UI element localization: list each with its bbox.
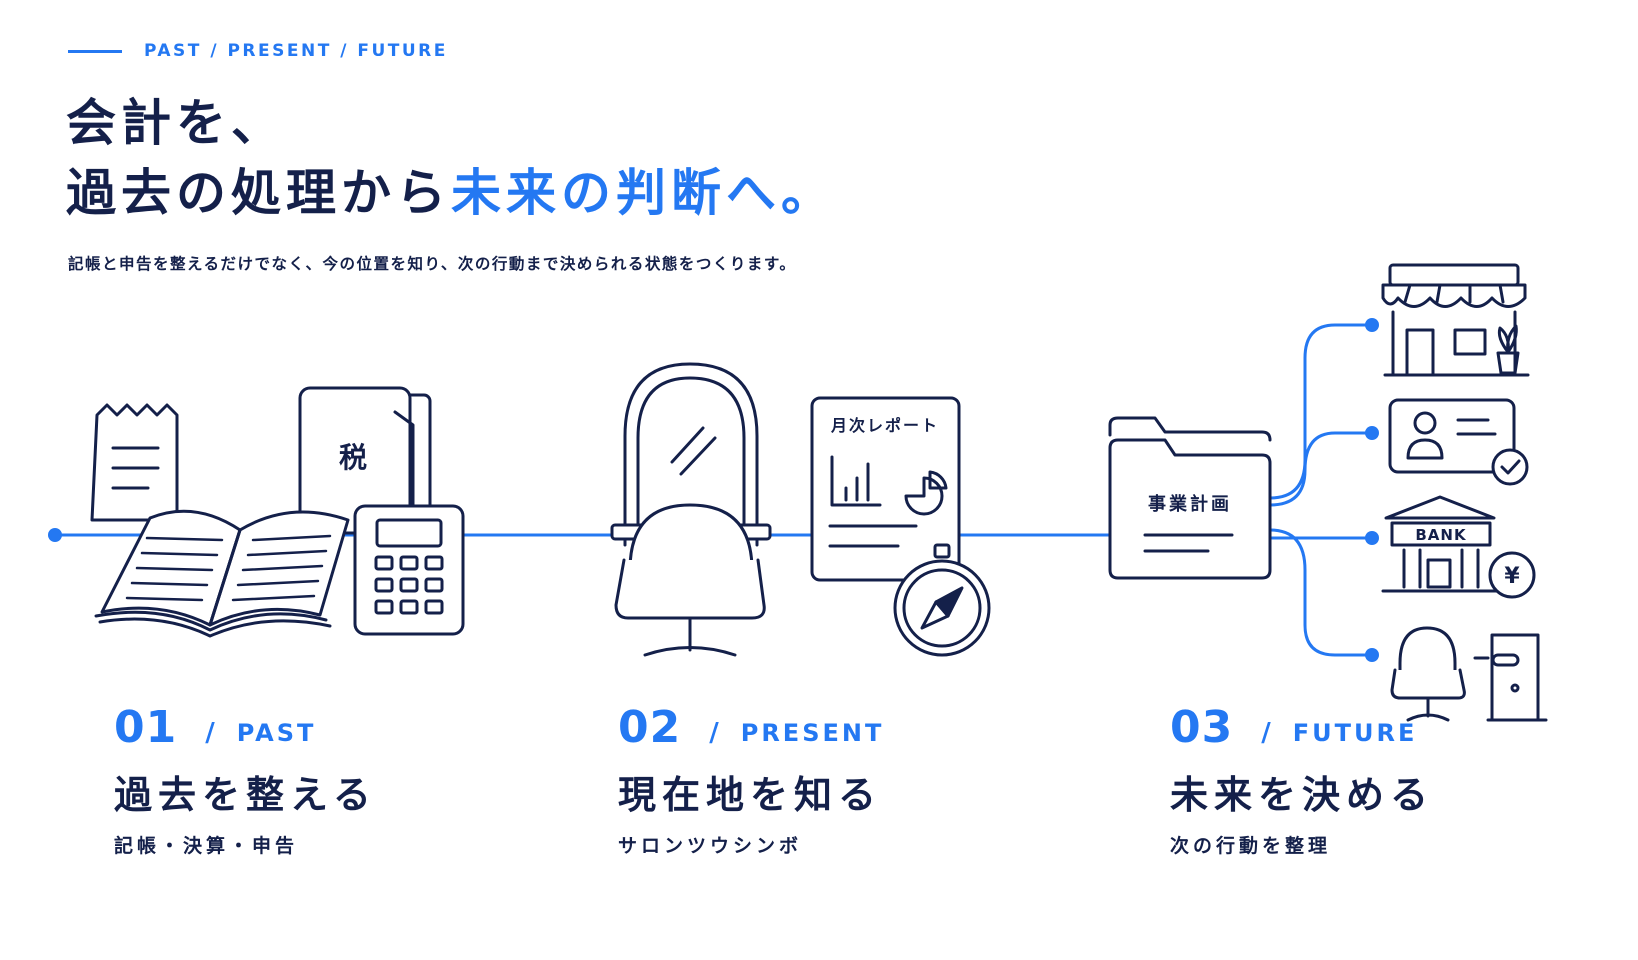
calculator-icon bbox=[353, 504, 465, 636]
step-title: 未来を決める bbox=[1170, 773, 1435, 817]
id-card-icon bbox=[1388, 398, 1529, 486]
step-english-label: PRESENT bbox=[740, 719, 885, 747]
tax-label: 税 bbox=[339, 441, 367, 474]
door-icon bbox=[1473, 633, 1548, 722]
branch-dot-salon bbox=[1365, 648, 1379, 662]
step-present: 02 / PRESENT 現在地を知る サロンツウシンボ bbox=[618, 700, 884, 858]
branch-dot-store bbox=[1365, 318, 1379, 332]
step-slash: / bbox=[709, 718, 719, 748]
step-english-label: PAST bbox=[236, 719, 317, 747]
step-number: 01 bbox=[114, 702, 178, 753]
bank-icon bbox=[1381, 495, 1536, 599]
step-past: 01 / PAST 過去を整える 記帳・決算・申告 bbox=[114, 700, 377, 858]
yen-label: ¥ bbox=[1504, 564, 1520, 589]
lead-text: 記帳と申告を整えるだけでなく、今の位置を知り、次の行動まで決められる状態をつくり… bbox=[68, 255, 797, 273]
salon-chair-small-icon bbox=[1390, 626, 1466, 722]
eyebrow: PAST / PRESENT / FUTURE bbox=[144, 41, 448, 61]
future-branches bbox=[1268, 323, 1374, 657]
monthly-report-icon bbox=[810, 396, 961, 582]
page-title: 会計を、 過去の処理から未来の判断へ。 bbox=[66, 88, 836, 228]
salon-chair-icon bbox=[614, 503, 766, 657]
step-slash: / bbox=[205, 718, 215, 748]
book-lines bbox=[125, 534, 332, 602]
timeline-start-dot bbox=[48, 528, 62, 542]
step-subtitle: 記帳・決算・申告 bbox=[114, 835, 299, 857]
open-book-icon bbox=[94, 509, 350, 638]
step-english-label: FUTURE bbox=[1292, 719, 1418, 747]
title-line-2-dark: 過去の処理から bbox=[66, 164, 451, 222]
branch-dot-id bbox=[1365, 426, 1379, 440]
step-subtitle: サロンツウシンボ bbox=[618, 835, 803, 857]
branch-dot-bank bbox=[1365, 531, 1379, 545]
store-icon bbox=[1381, 263, 1530, 377]
receipt-icon bbox=[90, 403, 179, 522]
step-slash: / bbox=[1261, 718, 1271, 748]
title-line-1: 会計を、 bbox=[66, 94, 286, 152]
bank-label: BANK bbox=[1415, 526, 1467, 544]
title-line-2: 過去の処理から未来の判断へ。 bbox=[66, 158, 836, 228]
business-plan-label: 事業計画 bbox=[1148, 493, 1232, 515]
step-subtitle: 次の行動を整理 bbox=[1170, 835, 1332, 857]
step-number: 02 bbox=[618, 702, 682, 753]
step-number: 03 bbox=[1170, 702, 1234, 753]
title-line-2-accent: 未来の判断へ。 bbox=[451, 164, 836, 222]
step-future: 03 / FUTURE 未来を決める 次の行動を整理 bbox=[1170, 700, 1434, 858]
compass-icon bbox=[893, 543, 991, 657]
business-plan-folder-icon bbox=[1108, 416, 1272, 580]
eyebrow-line bbox=[68, 50, 122, 53]
step-title: 現在地を知る bbox=[618, 773, 883, 817]
step-title: 過去を整える bbox=[114, 773, 377, 817]
tax-folder-icon bbox=[298, 386, 432, 535]
monthly-report-label: 月次レポート bbox=[830, 416, 939, 435]
